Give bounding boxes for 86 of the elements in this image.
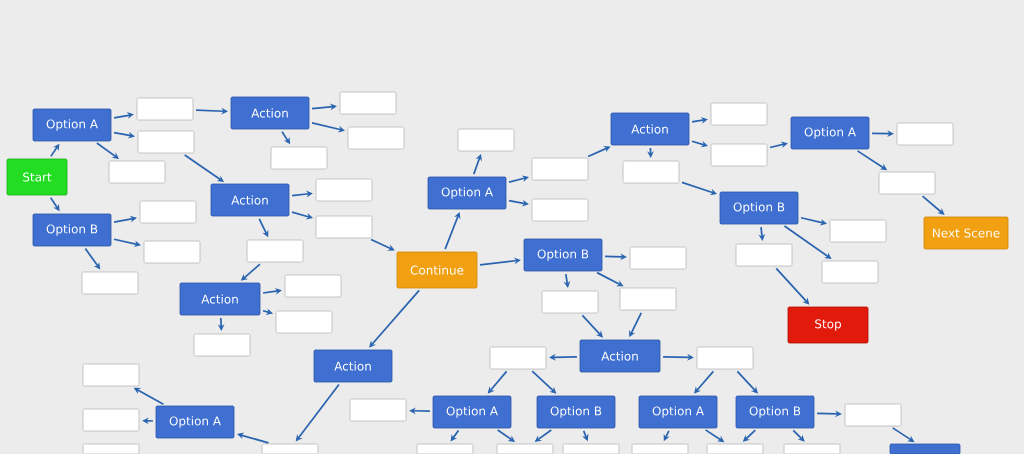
blank-box [496, 443, 554, 454]
blank-box [108, 160, 166, 184]
arrow [370, 238, 395, 251]
arrow [479, 257, 521, 266]
process-box: Option B [719, 191, 799, 225]
arrow [775, 267, 810, 305]
blank-box [246, 239, 304, 263]
blank-box [896, 122, 954, 146]
blank-box [629, 246, 687, 270]
start-box: Start [6, 158, 68, 196]
transition-box: Continue [396, 251, 478, 289]
process-box: Option A [790, 116, 870, 150]
arrow [800, 216, 827, 226]
blank-box [284, 274, 342, 298]
blank-box [315, 215, 373, 239]
blank-box [143, 240, 201, 264]
blank-box [531, 157, 589, 181]
process-box: Action [179, 282, 261, 316]
arrow [237, 432, 270, 444]
stop-box: Stop [787, 306, 869, 344]
process-box: Option B [536, 395, 616, 429]
blank-box [829, 219, 887, 243]
blank-box [622, 160, 680, 184]
blank-box [562, 443, 620, 454]
blank-box [878, 171, 936, 195]
blank-box [489, 346, 547, 370]
process-box: Action [579, 339, 661, 373]
blank-box [735, 243, 793, 267]
arrow [113, 215, 137, 223]
arrow [113, 112, 134, 119]
blank-box [261, 443, 319, 454]
process-box: Option B [523, 238, 603, 272]
blank-box [82, 363, 140, 387]
transition-box: Next Scene [923, 216, 1009, 250]
arrow [369, 289, 421, 348]
arrow [587, 146, 611, 158]
process-box: Action [230, 96, 310, 130]
blank-box [347, 126, 405, 150]
blank-box [315, 178, 373, 202]
arrow [871, 130, 894, 137]
arrow [581, 314, 603, 338]
blank-box [631, 443, 689, 454]
process-box: Action [313, 349, 393, 383]
process-box: Action [610, 112, 690, 146]
process-box: Option B [735, 395, 815, 429]
blank-box [339, 91, 397, 115]
arrow [769, 141, 788, 149]
arrow [921, 195, 945, 215]
blank-box [139, 200, 197, 224]
process-box: Option A [155, 405, 235, 439]
blank-box [531, 198, 589, 222]
blank-box [710, 143, 768, 167]
process-box: Option A [32, 108, 112, 142]
blank-box [710, 102, 768, 126]
arrow [487, 370, 508, 394]
blank-box [696, 346, 754, 370]
blank-box [82, 408, 140, 432]
blank-box [416, 443, 474, 454]
arrow [295, 383, 340, 442]
blank-box [81, 271, 139, 295]
blank-box [844, 403, 902, 427]
blank-box [821, 260, 879, 284]
blank-box [706, 443, 764, 454]
process-box [889, 443, 961, 454]
blank-box [275, 310, 333, 334]
process-box: Option A [638, 395, 718, 429]
blank-box [541, 290, 599, 314]
arrow [792, 429, 805, 442]
blank-box [270, 146, 328, 170]
process-box: Action [210, 183, 290, 217]
arrow [596, 271, 624, 287]
blank-box [349, 398, 407, 422]
arrow [531, 370, 557, 394]
blank-box [136, 97, 194, 121]
arrow [508, 175, 529, 184]
blank-box [193, 333, 251, 357]
arrow [736, 370, 758, 394]
blank-box [457, 128, 515, 152]
blank-box [619, 287, 677, 311]
arrow [694, 370, 715, 394]
process-box: Option A [432, 395, 512, 429]
process-box: Option A [427, 176, 507, 210]
blank-box [82, 443, 140, 454]
blank-box [783, 443, 841, 454]
blank-box [137, 130, 195, 154]
process-box: Option B [32, 213, 112, 247]
